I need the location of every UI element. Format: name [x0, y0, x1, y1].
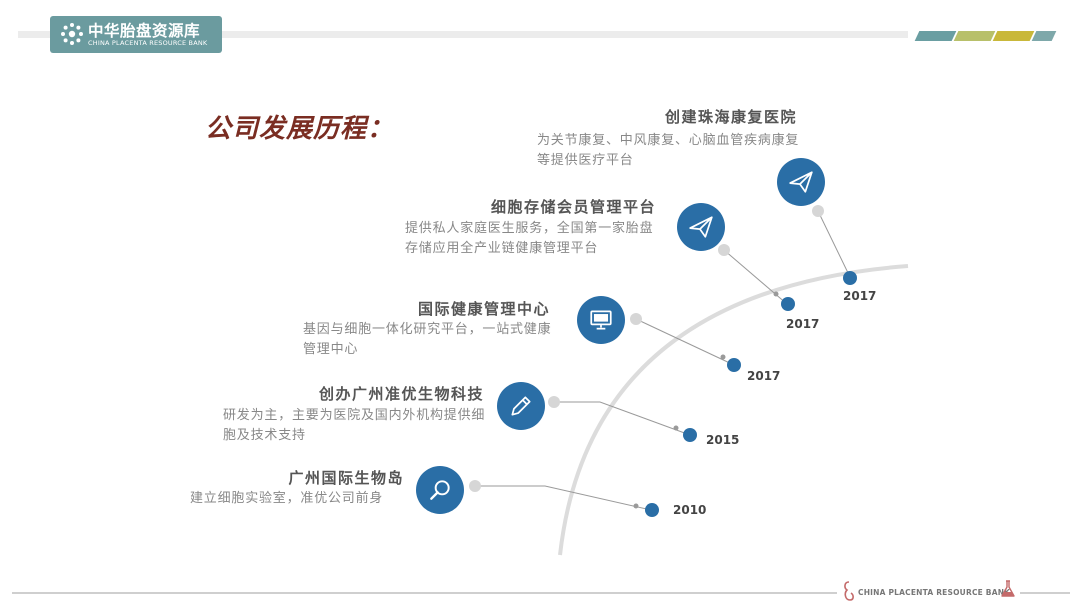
milestone-4-title: 创办广州准优生物科技 — [318, 385, 484, 403]
small-dot-2 — [773, 291, 779, 297]
grey-dot-3 — [630, 313, 642, 325]
milestone-3-desc: 基因与细胞一体化研究平台，一站式健康管理中心 — [303, 322, 552, 357]
timeline-arc — [558, 264, 909, 556]
milestone-4-circle — [497, 382, 545, 430]
milestone-3-year: 2017 — [747, 369, 781, 383]
milestone-2-circle — [677, 203, 725, 251]
milestone-5-circle — [416, 466, 464, 514]
milestone-1-desc: 为关节康复、中风康复、心脑血管疾病康复等提供医疗平台 — [537, 133, 800, 168]
footer-rule-end — [1020, 592, 1070, 594]
milestone-3-title: 国际健康管理中心 — [417, 300, 550, 318]
grey-dot-4 — [548, 396, 560, 408]
milestone-5-year: 2010 — [673, 503, 707, 517]
connector-line-5 — [475, 485, 652, 511]
paper-plane-icon — [689, 216, 713, 238]
year-dot-1 — [843, 271, 857, 285]
milestone-2-desc: 提供私人家庭医生服务，全国第一家胎盘存储应用全产业链健康管理平台 — [405, 221, 654, 256]
pencil-icon — [511, 396, 531, 416]
footer-rule — [12, 592, 837, 594]
logo-chinese-name: 中华胎盘资源库 — [88, 22, 201, 40]
small-dot-3 — [720, 354, 726, 360]
placenta-logo-icon — [844, 581, 854, 601]
grey-dot-1 — [812, 205, 824, 217]
connector-line-4 — [554, 401, 691, 436]
paper-plane-icon — [789, 171, 813, 193]
page-title: 公司发展历程： — [205, 114, 395, 144]
monitor-icon — [590, 310, 612, 330]
small-dot-5 — [633, 503, 639, 509]
milestone-1-title: 创建珠海康复医院 — [664, 108, 797, 126]
flask-icon — [1001, 580, 1015, 597]
milestone-2-year: 2017 — [786, 317, 820, 331]
grey-dot-5 — [469, 480, 481, 492]
milestone-4-year: 2015 — [706, 433, 740, 447]
flower-logo-icon — [61, 23, 83, 45]
small-dot-4 — [673, 425, 679, 431]
year-dot-3 — [727, 358, 741, 372]
milestone-2-title: 细胞存储会员管理平台 — [490, 198, 656, 216]
connector-line-3 — [635, 318, 735, 366]
footer-text: CHINA PLACENTA RESOURCE BANK — [858, 588, 1011, 597]
header-rule — [18, 31, 908, 38]
milestone-4-desc: 研发为主，主要为医院及国内外机构提供细胞及技术支持 — [223, 408, 486, 443]
milestone-1-circle — [777, 158, 825, 206]
logo-badge: 中华胎盘资源库 CHINA PLACENTA RESOURCE BANK — [50, 16, 222, 53]
milestone-5-title: 广州国际生物岛 — [288, 469, 404, 487]
logo-english-name: CHINA PLACENTA RESOURCE BANK — [88, 39, 208, 47]
year-dot-2 — [781, 297, 795, 311]
year-dot-4 — [683, 428, 697, 442]
milestone-3-circle — [577, 296, 625, 344]
year-dot-5 — [645, 503, 659, 517]
magnifier-icon — [430, 480, 450, 500]
connector-line-1 — [817, 210, 851, 278]
grey-dot-2 — [718, 244, 730, 256]
milestone-1-year: 2017 — [843, 289, 877, 303]
milestone-5-desc: 建立细胞实验室，准优公司前身 — [190, 491, 384, 506]
